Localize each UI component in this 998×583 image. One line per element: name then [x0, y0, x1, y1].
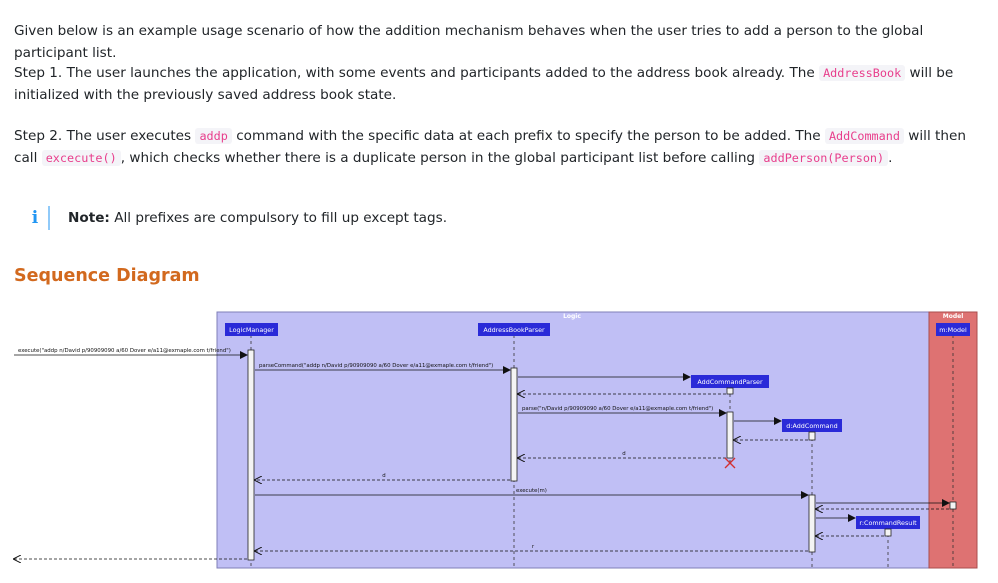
intro-paragraph: Given below is an example usage scenario…: [14, 23, 924, 61]
execute-message: execute("addp n/David p/90909090 a/60 Do…: [18, 348, 231, 354]
addperson-code: addPerson(Person): [759, 150, 889, 166]
note-body: All prefixes are compulsory to fill up e…: [109, 210, 448, 226]
step-2-text-4: , which checks whether there is a duplic…: [120, 150, 760, 166]
addressbook-code: AddressBook: [819, 65, 906, 81]
parser-activation: [510, 367, 518, 482]
step-2-text-5: .: [888, 150, 893, 166]
note-callout: i Note: All prefixes are compulsory to f…: [28, 205, 447, 231]
model-frame-label: Model: [943, 313, 964, 320]
step-1-text-before: Step 1. The user launches the applicatio…: [14, 65, 820, 81]
add-parser-init-activation: [726, 387, 734, 395]
step-2-text-1: Step 2. The user executes: [14, 128, 196, 144]
add-command-init-activation: [808, 431, 816, 441]
parse-command-message: parseCommand("addp n/David p/90909090 a/…: [259, 363, 493, 369]
step-2-text-3: will then call: [14, 128, 966, 166]
destroy-x-icon: [724, 457, 736, 469]
parse-message: parse("n/David p/90909090 a/60 Dover e/a…: [522, 406, 713, 412]
addcommand-code: AddCommand: [824, 128, 904, 144]
logic-manager-activation: [247, 349, 255, 561]
add-command-label: d:AddCommand: [786, 422, 837, 430]
model-activation: [949, 501, 957, 510]
step-1-text-after: will be initialized with the previously …: [14, 65, 954, 103]
execute-m-message: execute(m): [516, 488, 547, 494]
parser-label: AddressBookParser: [483, 326, 545, 334]
excecute-code: excecute(): [41, 150, 121, 166]
add-parser-activation: [726, 411, 734, 459]
model-box: [936, 323, 970, 336]
result-box: [856, 516, 920, 529]
add-command-activation: [808, 494, 816, 553]
add-parser-box: [691, 375, 769, 388]
logic-manager-label: LogicManager: [229, 326, 274, 334]
sequence-diagram: Logic Model LogicManager AddressBookPars…: [0, 311, 978, 569]
logic-frame-label: Logic: [563, 313, 581, 320]
return-d-label-1: d: [622, 451, 625, 457]
section-title: Sequence Diagram: [14, 266, 200, 286]
parser-box: [478, 323, 550, 336]
model-label: m:Model: [939, 326, 967, 334]
note-label: Note:: [68, 210, 110, 226]
addp-code: addp: [195, 128, 232, 144]
step-2-paragraph: Step 2. The user executes addp command w…: [14, 125, 984, 169]
add-parser-label: AddCommandParser: [697, 378, 763, 386]
logic-manager-box: [225, 323, 278, 336]
add-command-box: [782, 419, 842, 432]
result-label: r:CommandResult: [859, 519, 917, 527]
note-text: Note: All prefixes are compulsory to fil…: [68, 210, 447, 226]
step-1-paragraph: Step 1. The user launches the applicatio…: [14, 62, 984, 106]
logic-frame: [216, 311, 930, 569]
return-r-label: r: [532, 544, 535, 550]
step-2-text-2: command with the specific data at each p…: [231, 128, 825, 144]
return-d-label-2: d: [382, 473, 385, 479]
result-activation: [884, 528, 892, 537]
info-icon: i: [28, 206, 50, 230]
